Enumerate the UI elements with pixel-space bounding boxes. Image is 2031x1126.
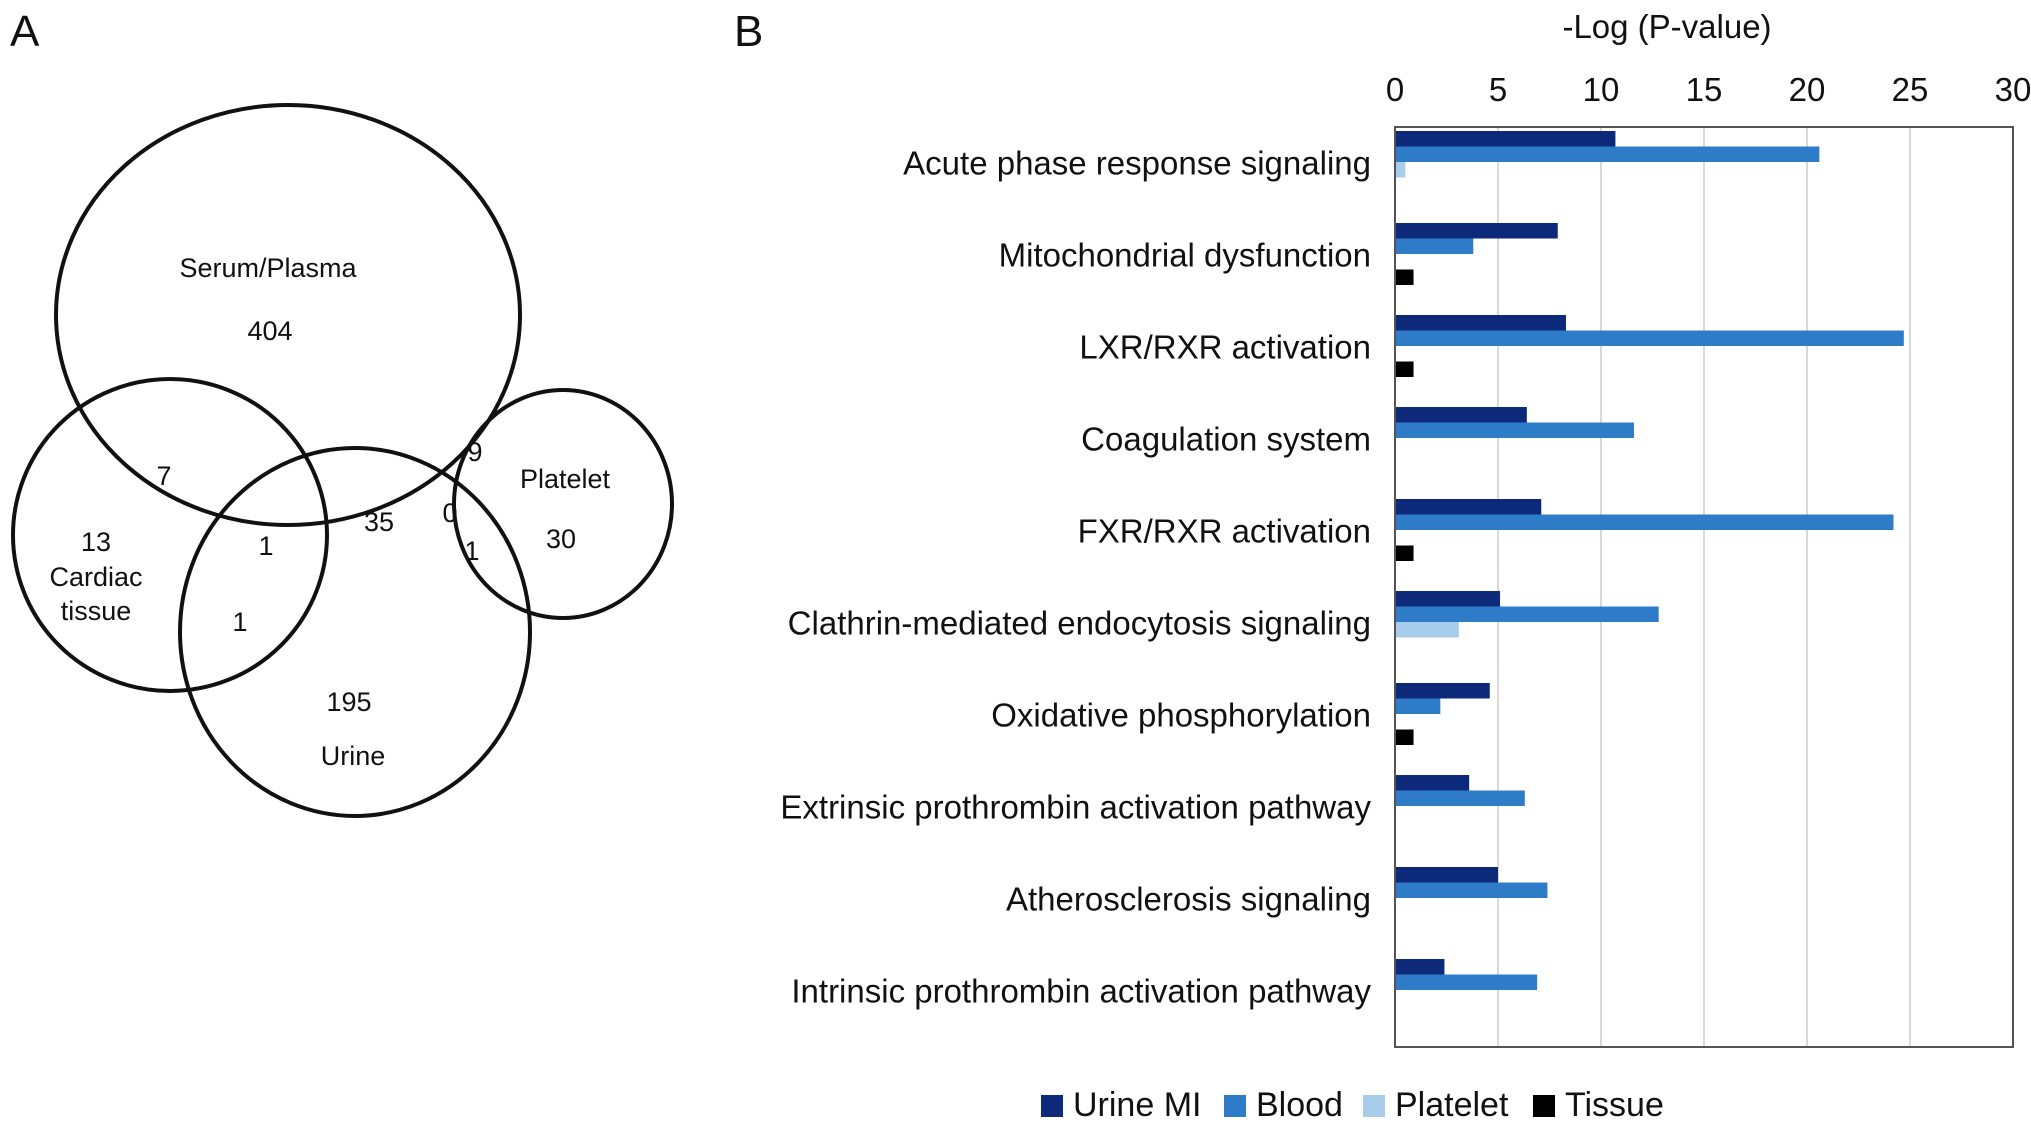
bar-urine-mi [1395, 407, 1527, 423]
legend-swatch [1363, 1095, 1385, 1117]
bar-blood [1395, 146, 1820, 162]
legend: Urine MI Blood Platelet Tissue [1041, 1086, 1664, 1124]
venn-label-cardiac-line1: Cardiac [49, 562, 142, 592]
category-label: LXR/RXR activation [1079, 328, 1371, 365]
plot-frame [1394, 126, 2014, 1048]
bar-urine-mi [1395, 775, 1470, 791]
bar-blood [1395, 974, 1538, 990]
venn-count-serum-urine: 35 [364, 507, 394, 537]
legend-label: Blood [1256, 1086, 1343, 1124]
panel-label-a: A [10, 7, 40, 56]
bar-platelet [1395, 162, 1406, 178]
bar-blood [1395, 698, 1441, 714]
venn-count-platelet-only: 30 [546, 524, 576, 554]
legend-swatch [1533, 1095, 1555, 1117]
venn-circle-cardiac-tissue [11, 377, 329, 693]
bar-urine-mi [1395, 223, 1558, 239]
venn-diagram: Serum/Plasma 404 7 13 Cardiac tissue 1 3… [11, 103, 674, 818]
x-tick-label: 5 [1489, 71, 1507, 108]
venn-label-serum-plasma: Serum/Plasma [179, 253, 357, 283]
venn-count-serum-urine-platelet: 0 [442, 498, 457, 528]
venn-count-cardiac-only: 13 [81, 527, 111, 557]
category-label: Clathrin-mediated endocytosis signaling [788, 604, 1371, 641]
bar-urine-mi [1395, 131, 1616, 147]
venn-count-serum-cardiac-urine: 1 [258, 531, 273, 561]
x-tick-label: 20 [1789, 71, 1826, 108]
bar-tissue [1395, 361, 1414, 377]
bar-urine-mi [1395, 867, 1498, 883]
bar-blood [1395, 330, 1904, 346]
bar-urine-mi [1395, 499, 1542, 515]
bar-blood [1395, 790, 1525, 806]
venn-circle-urine [178, 446, 532, 818]
x-tick-label: 10 [1583, 71, 1620, 108]
venn-label-cardiac-line2: tissue [61, 596, 132, 626]
bars [1395, 131, 1904, 990]
bar-tissue [1395, 545, 1414, 561]
venn-count-serum-platelet: 9 [467, 437, 482, 467]
category-label: Atherosclerosis signaling [1006, 880, 1371, 917]
x-tick-label: 30 [1995, 71, 2031, 108]
x-tick-label: 25 [1892, 71, 1929, 108]
bar-tissue [1395, 729, 1414, 745]
category-label: Mitochondrial dysfunction [999, 236, 1371, 273]
x-axis-ticks: 0 5 10 15 20 25 30 [1386, 71, 2031, 108]
bar-blood [1395, 514, 1894, 530]
x-axis-title: -Log (P-value) [1562, 8, 1771, 45]
bar-tissue [1395, 269, 1414, 285]
legend-swatch [1041, 1095, 1063, 1117]
venn-label-urine: Urine [321, 741, 386, 771]
bar-urine-mi [1395, 683, 1490, 699]
venn-count-serum-only: 404 [247, 316, 292, 346]
venn-label-platelet: Platelet [520, 464, 611, 494]
x-tick-label: 0 [1386, 71, 1404, 108]
category-label: Intrinsic prothrombin activation pathway [791, 972, 1371, 1009]
category-label: Extrinsic prothrombin activation pathway [780, 788, 1371, 825]
venn-circle-platelet [452, 388, 674, 620]
venn-count-serum-cardiac: 7 [156, 461, 171, 491]
venn-count-urine-only: 195 [326, 687, 371, 717]
legend-swatch [1224, 1095, 1246, 1117]
legend-label: Platelet [1395, 1086, 1509, 1124]
x-tick-label: 15 [1686, 71, 1723, 108]
venn-count-cardiac-urine: 1 [232, 607, 247, 637]
category-label: FXR/RXR activation [1078, 512, 1371, 549]
venn-count-urine-platelet: 1 [464, 536, 479, 566]
legend-label: Urine MI [1073, 1086, 1201, 1124]
legend-label: Tissue [1565, 1086, 1664, 1124]
bar-blood [1395, 606, 1659, 622]
bar-blood [1395, 238, 1474, 254]
category-label: Acute phase response signaling [903, 144, 1371, 181]
gridlines [1497, 127, 1911, 1047]
category-labels: Acute phase response signalingMitochondr… [780, 144, 1371, 1009]
bar-platelet [1395, 622, 1459, 638]
bar-urine-mi [1395, 959, 1445, 975]
category-label: Oxidative phosphorylation [991, 696, 1371, 733]
venn-circle-serum-plasma [54, 103, 522, 527]
bar-urine-mi [1395, 591, 1501, 607]
bar-blood [1395, 422, 1634, 438]
panel-label-b: B [734, 7, 763, 56]
bar-chart: -Log (P-value) 0 5 10 15 20 25 30 Acute phase … [780, 8, 2031, 1124]
category-label: Coagulation system [1081, 420, 1371, 457]
bar-blood [1395, 882, 1548, 898]
bar-urine-mi [1395, 315, 1566, 331]
